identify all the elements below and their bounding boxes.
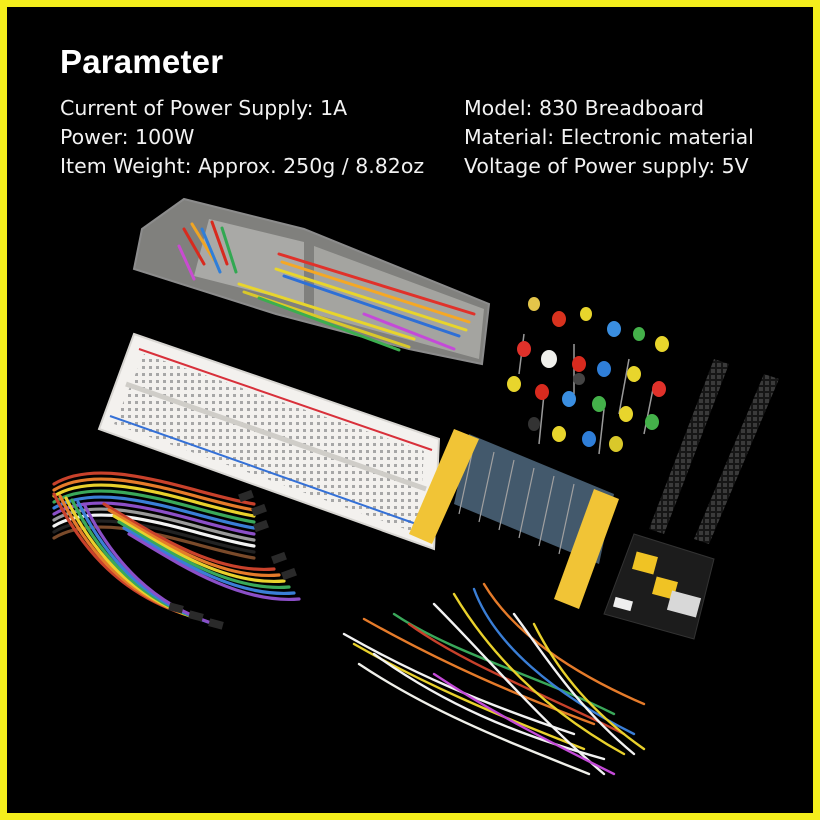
spec-list-right: Model: 830 Breadboard Material: Electron… bbox=[464, 94, 754, 181]
power-supply-module bbox=[603, 533, 715, 640]
dupont-ribbon-cables bbox=[52, 471, 301, 626]
electronics-kit-photo bbox=[52, 197, 779, 776]
spec-weight: Item Weight: Approx. 250g / 8.82oz bbox=[60, 154, 425, 178]
dupont-connectors bbox=[168, 489, 297, 630]
spec-voltage: Voltage of Power supply: 5V bbox=[464, 154, 749, 178]
jumper-wire-box bbox=[132, 197, 491, 366]
breadboard bbox=[97, 332, 441, 551]
spec-current: Current of Power Supply: 1A bbox=[60, 96, 348, 120]
page-title: Parameter bbox=[60, 43, 224, 80]
spec-model: Model: 830 Breadboard bbox=[464, 96, 705, 120]
pin-headers bbox=[649, 359, 779, 544]
resistor-pack bbox=[409, 429, 619, 609]
spec-power: Power: 100W bbox=[60, 125, 195, 149]
led-assortment bbox=[507, 297, 669, 455]
loose-jumper-wires bbox=[342, 582, 646, 776]
spec-list-left: Current of Power Supply: 1A Power: 100W … bbox=[60, 94, 424, 181]
spec-material: Material: Electronic material bbox=[464, 125, 754, 149]
